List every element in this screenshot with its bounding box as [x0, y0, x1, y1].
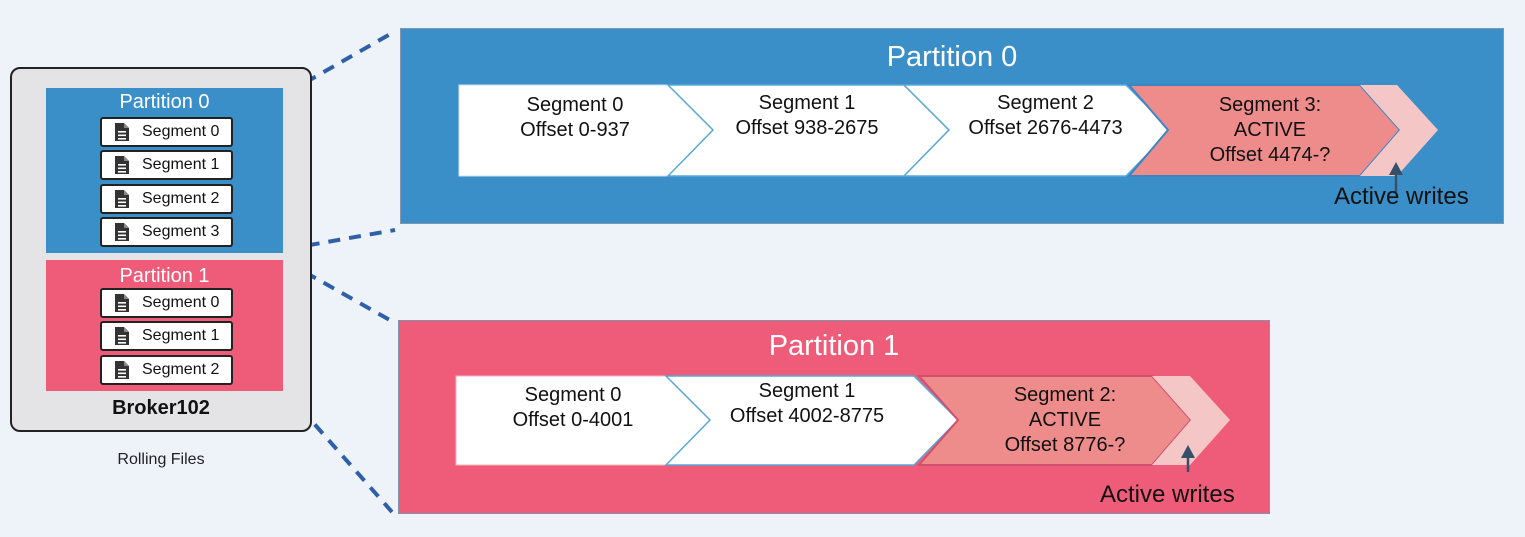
- segment-file[interactable]: Segment 0: [100, 288, 233, 318]
- segment-file[interactable]: Segment 1: [100, 321, 233, 351]
- segment-file-label: Segment 3: [142, 223, 220, 240]
- segment-offset: Offset 8776-?: [1004, 433, 1126, 456]
- partition-title: Partition 0: [886, 41, 1018, 73]
- segment-name: Segment 1: [758, 92, 856, 114]
- broker-caption: Rolling Files: [117, 451, 205, 468]
- active-arrow-tip: [1360, 85, 1438, 176]
- file-icon: [115, 123, 129, 141]
- broker-partition-title: Partition 1: [119, 265, 210, 287]
- segment-status: ACTIVE: [1028, 408, 1102, 431]
- segment-offset: Offset 4474-?: [1209, 143, 1331, 166]
- segment-label: Segment 0 Offset 0-4001: [478, 382, 668, 434]
- segment-file-label: Segment 1: [142, 327, 220, 344]
- segment-status: ACTIVE: [1233, 118, 1307, 141]
- file-icon: [115, 361, 129, 379]
- segment-name: Segment 0: [526, 93, 624, 116]
- broker-partition-title: Partition 0: [119, 91, 210, 113]
- segment-name: Segment 0: [524, 384, 622, 406]
- active-writes-arrowhead: [1389, 162, 1403, 175]
- active-writes-label: Active writes: [1100, 481, 1235, 508]
- broker-name: Broker102: [112, 397, 210, 419]
- segment-arrow[interactable]: [664, 375, 960, 466]
- segment-name: Segment 2:: [1013, 383, 1117, 406]
- segment-label: Segment 1 Offset 4002-8775: [707, 378, 907, 430]
- segment-label: Segment 0 Offset 0-937: [480, 90, 670, 145]
- active-writes-label: Active writes: [1334, 183, 1469, 210]
- file-icon: [115, 327, 129, 345]
- active-writes-arrowhead: [1181, 445, 1195, 458]
- segment-name: Segment 2: [997, 92, 1094, 114]
- active-arrow-tip: [1152, 376, 1230, 465]
- segment-offset: Offset 938-2675: [735, 117, 879, 139]
- segment-label: Segment 1 Offset 938-2675: [712, 90, 902, 142]
- segment-offset: Offset 4002-8775: [729, 405, 885, 427]
- segment-name: Segment 1: [758, 380, 856, 402]
- segment-offset: Offset 2676-4473: [968, 117, 1123, 139]
- segment-arrow[interactable]: [902, 84, 1173, 177]
- segment-label: Segment 2 Offset 2676-4473: [948, 90, 1143, 142]
- segment-file[interactable]: Segment 3: [100, 217, 233, 247]
- segment-offset: Offset 0-4001: [512, 409, 634, 431]
- connector-line: [286, 228, 396, 251]
- active-segment-label: Segment 2: ACTIVE Offset 8776-?: [975, 382, 1155, 458]
- active-segment-label: Segment 3: ACTIVE Offset 4474-?: [1180, 92, 1360, 168]
- file-icon: [115, 156, 129, 174]
- segment-offset: Offset 0-937: [520, 118, 630, 141]
- file-icon: [115, 223, 129, 241]
- segment-name: Segment 3:: [1218, 93, 1322, 116]
- segment-file[interactable]: Segment 2: [100, 355, 233, 385]
- file-icon: [115, 294, 129, 312]
- segment-file[interactable]: Segment 0: [100, 117, 233, 147]
- segment-file-label: Segment 2: [142, 361, 220, 378]
- segment-file-label: Segment 0: [142, 123, 220, 140]
- segment-file[interactable]: Segment 2: [100, 184, 233, 214]
- file-icon: [115, 190, 129, 208]
- segment-file[interactable]: Segment 1: [100, 150, 233, 180]
- partition-title: Partition 1: [768, 330, 900, 362]
- segment-file-label: Segment 2: [142, 190, 220, 207]
- segment-file-label: Segment 0: [142, 294, 220, 311]
- segment-file-label: Segment 1: [142, 156, 220, 173]
